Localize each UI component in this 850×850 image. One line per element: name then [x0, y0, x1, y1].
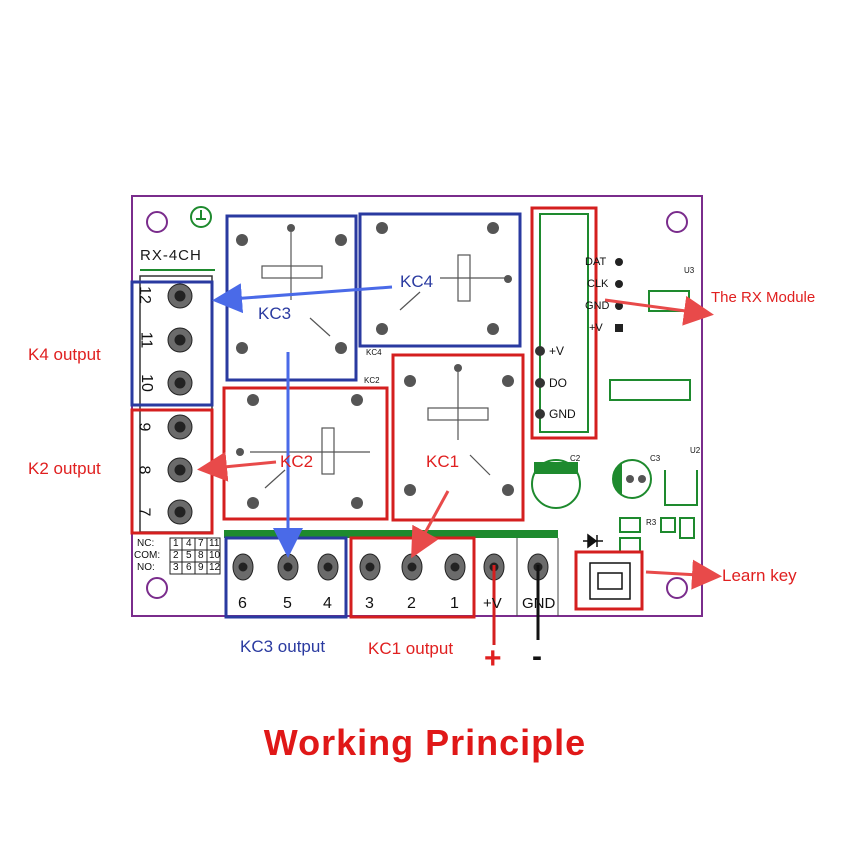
terminal-label-6: 6: [238, 595, 247, 612]
diagram-title: Working Principle: [263, 722, 587, 763]
rx-module-arrow: [604, 295, 714, 326]
k4-output-label: K4 output: [28, 345, 101, 364]
legend-cell: 1: [173, 538, 179, 549]
module-pins: [535, 346, 545, 419]
rx-pin-clk: CLK: [587, 278, 609, 290]
terminal-label-1: 1: [450, 595, 459, 612]
terminal-label-9: 9: [135, 422, 153, 432]
kc3-output-label: KC3 output: [240, 637, 326, 656]
learn-key-label: Learn key: [722, 566, 797, 585]
legend-no-label: NO:: [137, 562, 155, 573]
terminal-label-7: 7: [135, 507, 153, 517]
rx-header-pins: [615, 258, 623, 332]
module-pin-gnd: GND: [549, 407, 576, 421]
kc1-relay-box: [391, 353, 525, 522]
terminal-label-5: 5: [283, 595, 292, 612]
k2-output-label: K2 output: [28, 459, 101, 478]
capacitor-c3: [612, 459, 652, 499]
kc1-relay-contacts: [404, 364, 514, 496]
legend-cell: 2: [173, 550, 179, 561]
legend-cell: 8: [198, 550, 204, 561]
legend-cell: 9: [198, 562, 204, 573]
nc-com-no-legend-grid: [169, 537, 221, 575]
legend-nc-label: NC:: [137, 538, 155, 549]
rx-module-label: The RX Module: [711, 289, 816, 306]
left-terminal-block: [139, 275, 213, 533]
legend-com-label: COM:: [134, 550, 161, 561]
relay-kc3-label: KC3: [258, 304, 292, 323]
relay-kc4-label: KC4: [400, 272, 434, 291]
learn-key-arrow: [645, 559, 722, 590]
capacitor-c2: [531, 459, 581, 509]
mounting-hole: [666, 211, 688, 233]
positive-sign: +: [484, 642, 502, 675]
silkscreen-kc2: KC2: [364, 376, 380, 385]
terminal-label-2: 2: [407, 595, 416, 612]
kc1-output-label: KC1 output: [368, 639, 454, 658]
legend-cell: 11: [209, 538, 220, 549]
silkscreen-c2: C2: [570, 454, 581, 463]
terminal-label-4: 4: [323, 595, 332, 612]
rx-module-box: [530, 206, 598, 440]
diode-icon: [583, 533, 603, 549]
rx-pin-gnd: GND: [585, 300, 610, 312]
module-pin-plus-v: +V: [549, 344, 565, 358]
kc4-to-k4-arrow: [212, 283, 393, 314]
silkscreen-r3: R3: [646, 518, 657, 527]
legend-cell: 6: [186, 562, 192, 573]
negative-sign: -: [532, 640, 542, 673]
terminal-label-10: 10: [137, 374, 155, 392]
module-pin-do: DO: [549, 376, 567, 390]
terminal-label-plus-v: +V: [483, 595, 502, 612]
terminal-label-8: 8: [135, 465, 153, 475]
k4-output-box: [130, 280, 214, 407]
kc1-to-output-arrow: [411, 490, 450, 559]
terminal-label-12: 12: [135, 286, 153, 304]
legend-cell: 5: [186, 550, 192, 561]
silkscreen-u3: U3: [684, 266, 695, 275]
board-model-label: RX-4CH: [140, 247, 202, 264]
relay-kc1-label: KC1: [426, 452, 460, 471]
legend-cell: 4: [186, 538, 192, 549]
legend-cell: 12: [209, 562, 221, 573]
rx-pin-dat: DAT: [585, 256, 607, 268]
mounting-hole: [666, 577, 688, 599]
mounting-hole: [146, 577, 168, 599]
kc2-to-k2-arrow: [197, 451, 277, 482]
rx-pin-plus-v: +V: [589, 322, 603, 334]
kc4-relay-contacts: [376, 222, 512, 335]
antenna-icon: [190, 206, 212, 228]
kc4-relay-box: [358, 212, 522, 348]
terminal-label-gnd: GND: [522, 595, 556, 612]
kc2-relay-contacts: [236, 394, 363, 509]
silkscreen-u2: U2: [690, 446, 701, 455]
legend-cell: 7: [198, 538, 204, 549]
terminal-label-11: 11: [137, 331, 155, 349]
learn-key-box: [574, 550, 644, 611]
bottom-terminal-block: [232, 553, 549, 581]
relay-kc2-label: KC2: [280, 452, 314, 471]
terminal-label-3: 3: [365, 595, 374, 612]
legend-cell: 10: [209, 550, 221, 561]
legend-cell: 3: [173, 562, 179, 573]
mounting-hole: [146, 211, 168, 233]
kc3-relay-contacts: [236, 224, 347, 354]
silkscreen-c3: C3: [650, 454, 661, 463]
silkscreen-kc4: KC4: [366, 348, 382, 357]
